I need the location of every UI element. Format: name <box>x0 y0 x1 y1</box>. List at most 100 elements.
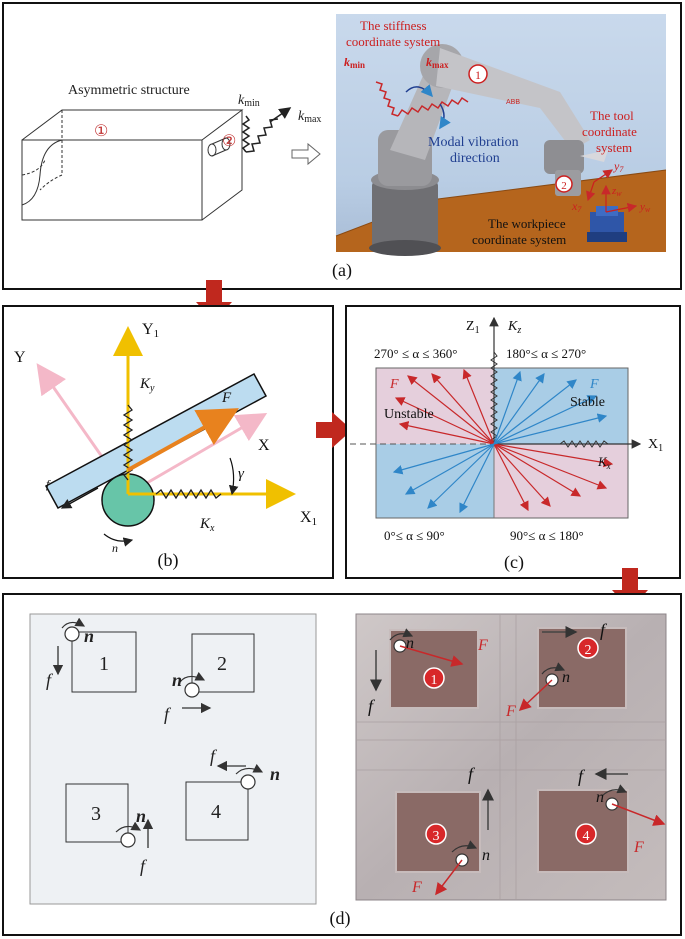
photo-circle-3: 3 <box>433 829 440 844</box>
robot-render <box>335 14 667 256</box>
d-left-n-2: n <box>172 670 182 690</box>
yw-label: yw <box>639 201 651 214</box>
square-3-label: 3 <box>91 803 101 825</box>
panel-d-label: (d) <box>330 908 351 929</box>
X1-label-c: X1 <box>648 437 663 454</box>
tool-x7-axis <box>586 181 596 202</box>
robot-point-2 <box>555 175 573 193</box>
photo-f-4: f <box>578 766 586 786</box>
asymmetric-structure-sketch <box>21 109 244 221</box>
d-left-f-3: f <box>140 856 148 876</box>
modal-line2: direction <box>450 151 500 166</box>
F-right-label: F <box>589 377 599 392</box>
region-bottom-left <box>376 444 494 518</box>
rotation-arcs-left <box>61 617 264 833</box>
range-top-right: 180°≤ α ≤ 270° <box>506 346 586 361</box>
k-min-label: kmin <box>238 93 260 109</box>
f-feed-arrow <box>60 487 99 509</box>
robot-point-1 <box>468 64 488 84</box>
panel-b: Y1 Y X X1 Ky Kx F f γ n (b) <box>2 305 334 579</box>
photo-n-4: n <box>596 789 604 806</box>
photo-f-2: f <box>600 620 608 640</box>
Kx-spring-c <box>559 440 609 448</box>
workpiece-line2: coordinate system <box>472 232 566 247</box>
k-max-spring <box>245 118 279 153</box>
gamma-arc <box>228 457 239 496</box>
modal-vibration-arrow-2 <box>439 103 451 130</box>
region-top-right <box>494 368 628 444</box>
robot-kmin-spring <box>375 81 399 117</box>
robot-kmin-label: kmin <box>344 55 365 70</box>
Ky-spring <box>122 404 134 481</box>
square-2-label: 2 <box>217 653 227 675</box>
stable-label: Stable <box>570 395 605 410</box>
photo-F-3: F <box>411 879 422 896</box>
panel-c: Z1 Kz X1 Kx 270° ≤ α ≤ 360° 180°≤ α ≤ 27… <box>345 305 681 579</box>
d-left-f-2: f <box>164 704 172 724</box>
F-left-label: F <box>389 377 399 392</box>
photo-n-1: n <box>406 635 414 652</box>
F-label: F <box>221 390 232 406</box>
photo-number-circles <box>423 637 599 845</box>
workpiece-line1: The workpiece <box>488 216 566 231</box>
modal-line1: Modal vibration <box>428 135 519 150</box>
tool-line2: coordinate <box>582 124 637 139</box>
red-arrow-b-to-c <box>316 412 352 448</box>
k-max-label: kmax <box>298 109 321 125</box>
robot-stiffness-spring <box>397 96 469 117</box>
transition-arrow <box>291 142 321 166</box>
d-left-n-3: n <box>136 806 146 826</box>
structure-region-2: ② <box>222 133 236 150</box>
photo-rotation-arcs <box>389 628 628 853</box>
n-rotation-arrow <box>103 533 134 547</box>
yw-axis <box>605 202 638 213</box>
photo-circle-4: 4 <box>583 829 590 844</box>
Z1-label: Z1 <box>466 319 480 336</box>
modal-vibration-arrow <box>405 84 433 98</box>
photo-circle-1: 1 <box>431 673 438 688</box>
k-min-spring <box>241 115 251 153</box>
unstable-arrows <box>394 368 614 512</box>
d-left-n-1: n <box>84 626 94 646</box>
Kz-spring <box>490 351 498 445</box>
f-label: f <box>46 477 51 491</box>
square-1-label: 1 <box>99 653 109 675</box>
robot-point-1-label: 1 <box>475 68 481 82</box>
photo-f-1: f <box>368 696 376 716</box>
quadrant-frame <box>375 367 629 519</box>
tool-y7-axis <box>593 169 613 183</box>
asymmetric-structure-label: Asymmetric structure <box>68 83 190 98</box>
tool-positions-left <box>64 626 256 848</box>
panel-a-label: (a) <box>332 260 352 281</box>
photo-circle-2: 2 <box>585 643 592 658</box>
photo-F-4: F <box>633 839 644 856</box>
Ky-label: Ky <box>139 376 155 394</box>
toolpath-squares <box>65 631 255 843</box>
Kz-label: Kz <box>507 319 521 336</box>
robot-point-2-label: 2 <box>561 180 567 192</box>
range-bottom-left: 0°≤ α ≤ 90° <box>384 528 445 543</box>
feed-arrows-left <box>52 646 246 848</box>
Y-label: Y <box>14 349 26 366</box>
x7-label: x7 <box>571 199 582 214</box>
photo-f-3: f <box>468 764 476 784</box>
Kx-label-c: Kx <box>597 454 611 471</box>
n-label: n <box>112 541 118 555</box>
machined-workpiece-photo <box>355 613 667 901</box>
gamma-label: γ <box>238 466 245 482</box>
d-left-n-4: n <box>270 764 280 784</box>
robot-kmax-label: kmax <box>426 55 449 70</box>
y7-label: y7 <box>613 159 624 174</box>
range-bottom-right: 90°≤ α ≤ 180° <box>510 528 584 543</box>
pink-X-axis <box>127 412 268 496</box>
zw-label: zw <box>611 185 622 198</box>
photo-feed-arrows <box>370 626 628 830</box>
abb-logo-text: ABB <box>506 99 520 106</box>
photo-n-2: n <box>562 669 570 686</box>
k-max-arrow <box>269 107 292 123</box>
unstable-label: Unstable <box>384 407 434 422</box>
panel-b-label: (b) <box>158 550 179 571</box>
beam <box>44 372 268 510</box>
panel-c-label: (c) <box>504 552 524 573</box>
panel-a: Asymmetric structure ① ② kmin kmax <box>2 2 682 290</box>
